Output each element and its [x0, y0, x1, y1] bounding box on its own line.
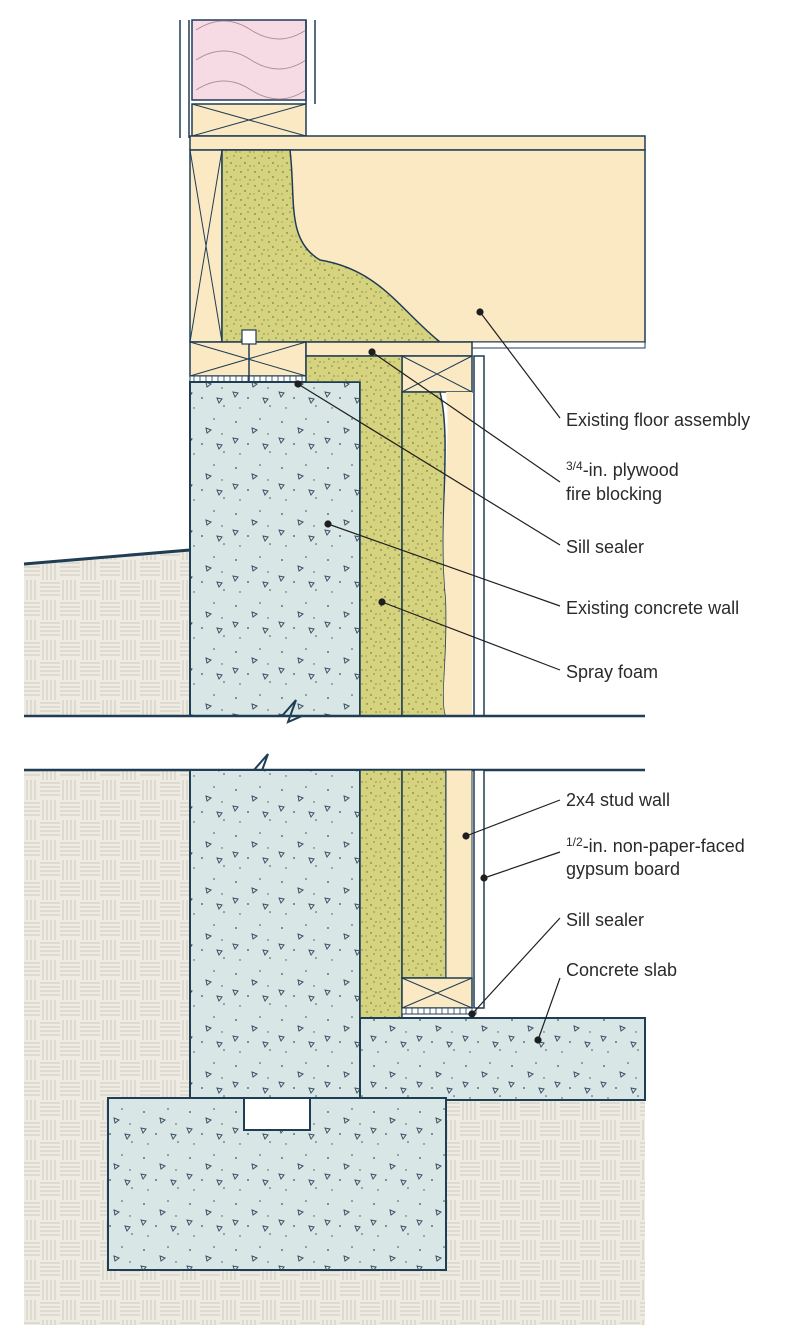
label-plywood-fire-blocking-line2: fire blocking — [566, 484, 662, 504]
label-gypsum-board-line1: 1/2-in. non-paper-faced — [566, 835, 745, 856]
concrete-wall-upper — [189, 381, 361, 717]
label-plywood-fire-blocking-line1: 3/4-in. plywood — [566, 459, 679, 480]
label-sill-sealer-bottom: Sill sealer — [566, 910, 644, 930]
exterior-soil-lower — [24, 770, 645, 1325]
spray-foam-rim — [221, 149, 443, 343]
concrete-footing — [107, 1097, 447, 1271]
spray-foam-wall-lower — [359, 769, 403, 1019]
concrete-wall-lower — [189, 769, 361, 1099]
label-spray-foam: Spray foam — [566, 662, 658, 682]
label-concrete-slab: Concrete slab — [566, 960, 677, 980]
grade-line — [23, 548, 191, 566]
gypsum-board-upper — [473, 355, 485, 717]
leader-lines — [294, 308, 561, 1044]
label-stud-wall: 2x4 stud wall — [566, 790, 670, 810]
label-existing-floor-assembly: Existing floor assembly — [566, 410, 750, 430]
gypsum-board-lower — [473, 769, 485, 1009]
plywood-fire-blocking — [305, 341, 473, 357]
stud-cavity-lower — [445, 769, 473, 979]
subfloor — [189, 135, 646, 151]
label-gypsum-board-line2: gypsum board — [566, 859, 680, 879]
upper-wall-insulation — [191, 19, 307, 101]
label-sill-sealer-top: Sill sealer — [566, 537, 644, 557]
label-existing-concrete-wall: Existing concrete wall — [566, 598, 739, 618]
concrete-slab — [359, 1017, 646, 1101]
section-break-gap — [0, 716, 800, 770]
sill-sealer-bottom — [401, 1007, 477, 1015]
exterior-soil — [24, 550, 190, 716]
